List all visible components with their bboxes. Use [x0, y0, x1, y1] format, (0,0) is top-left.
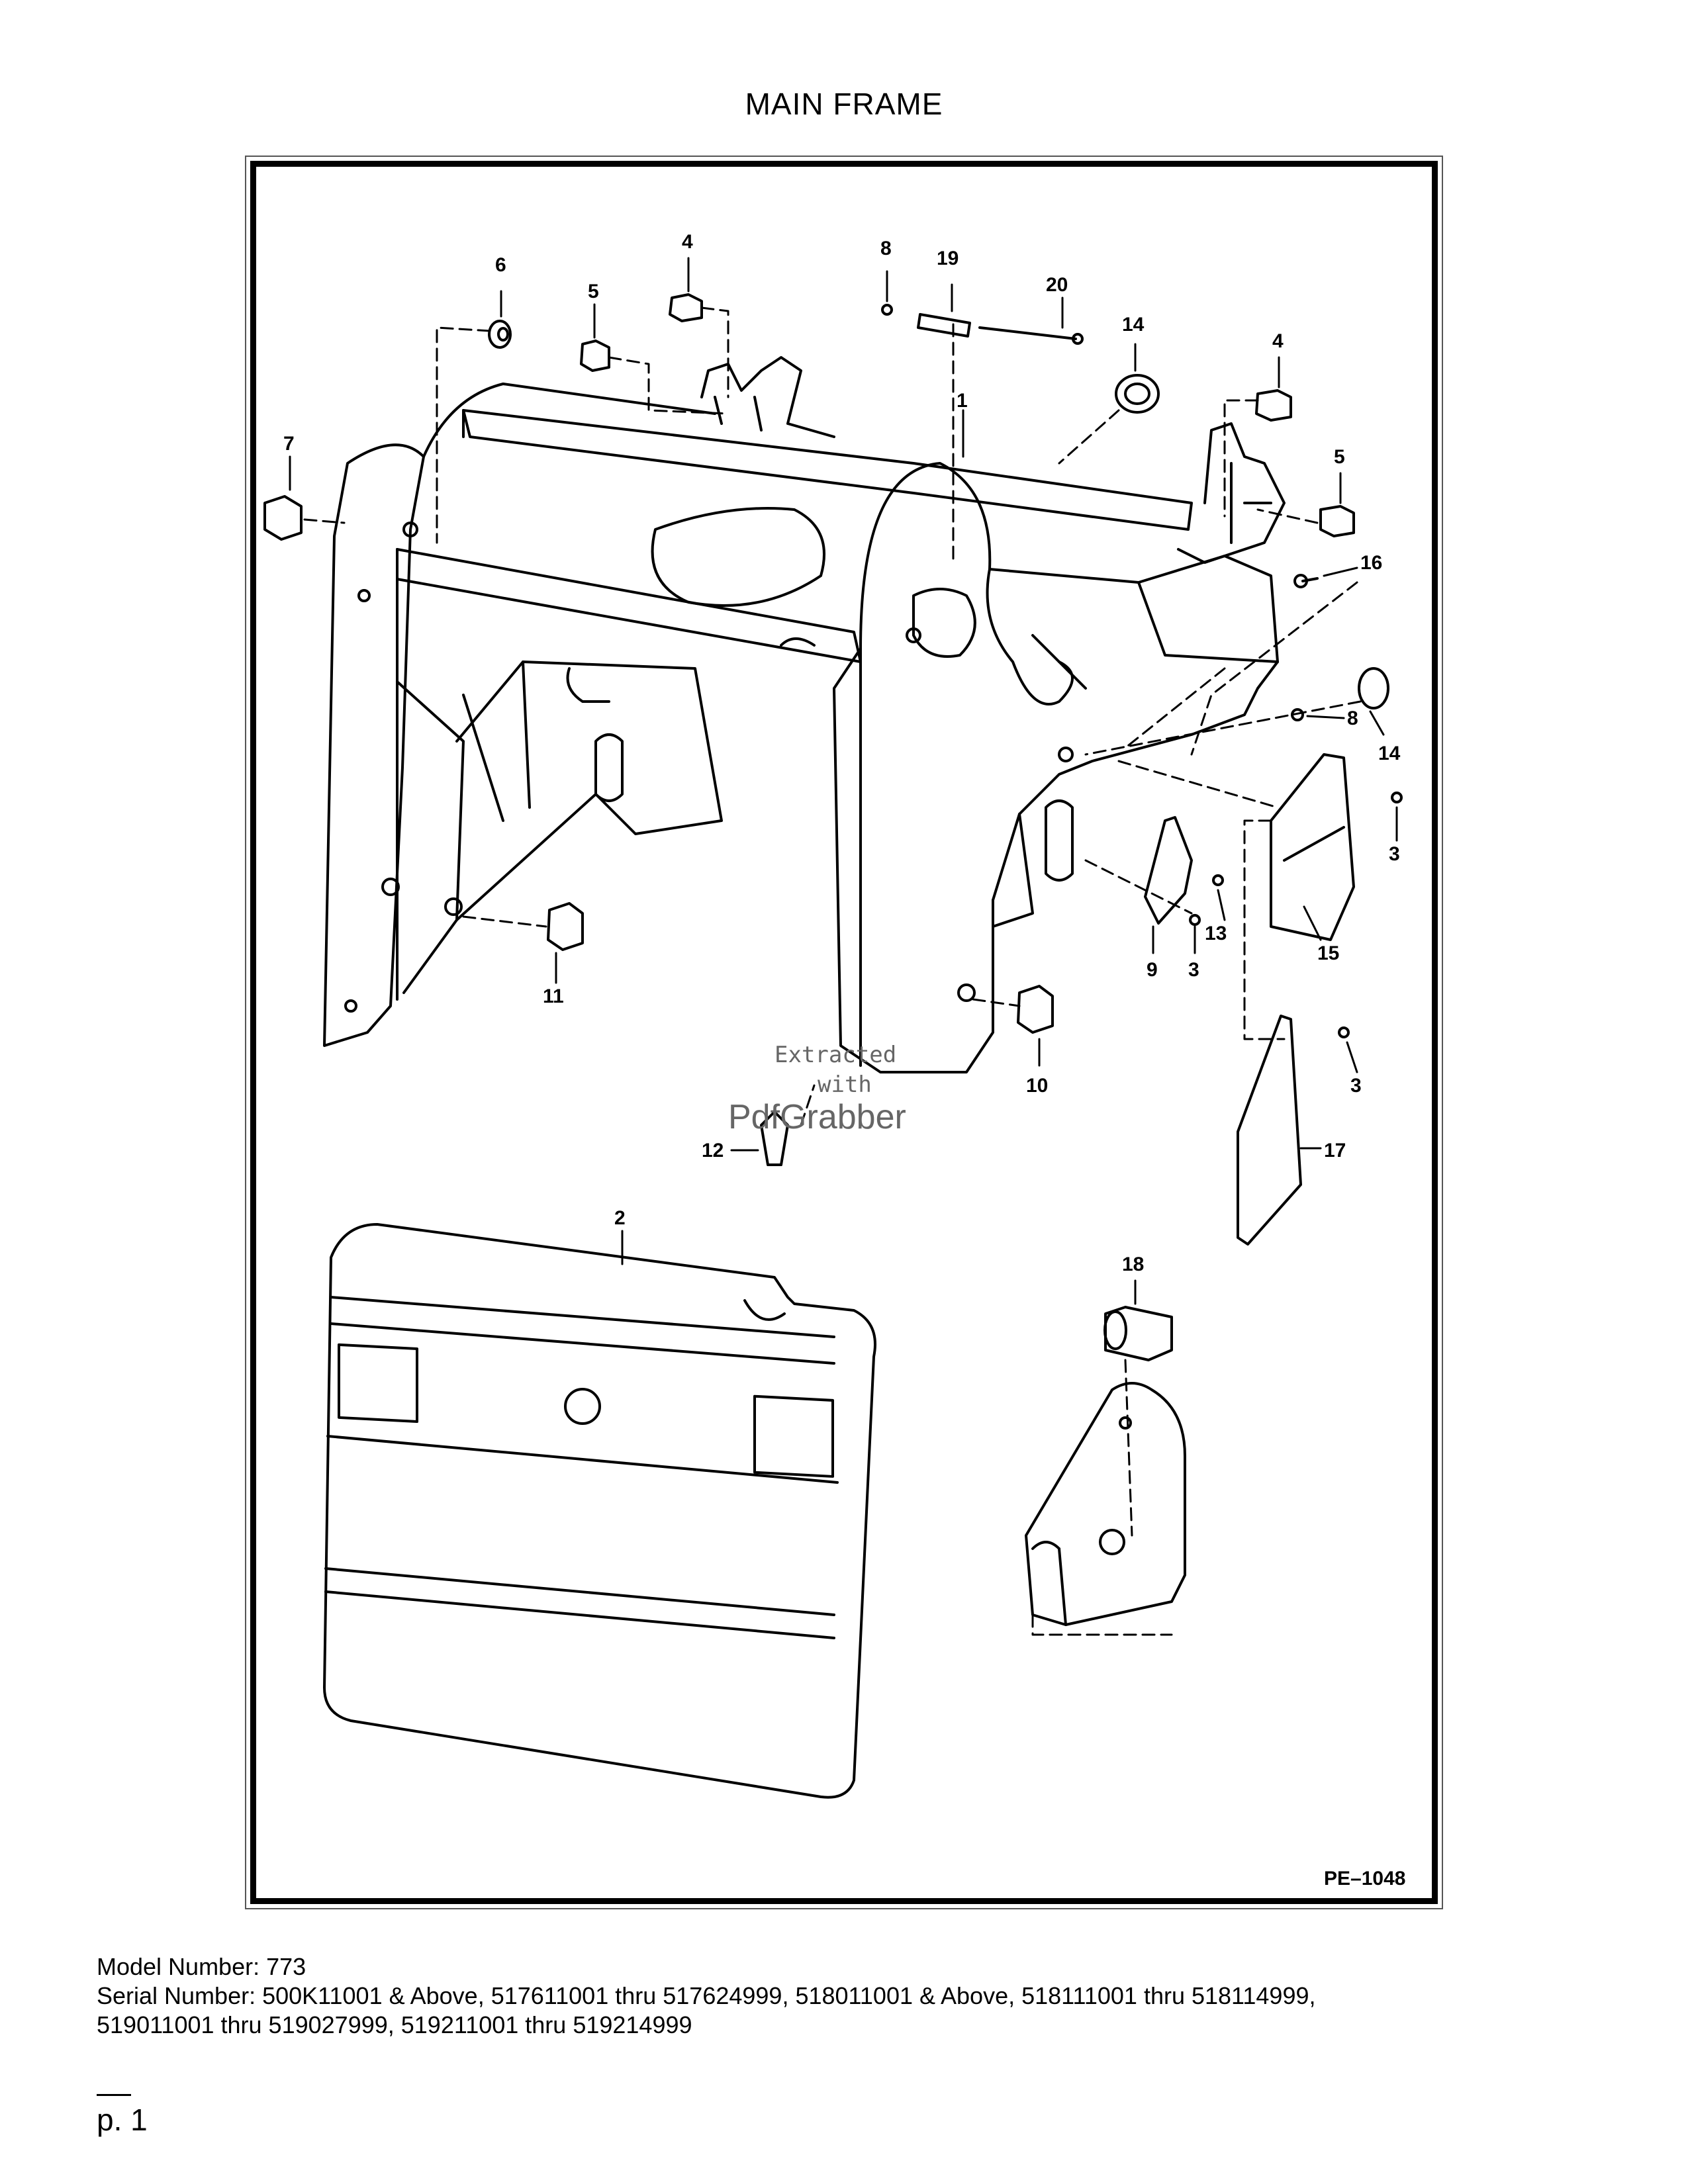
callout-1: 1 [957, 390, 968, 412]
small-parts [263, 293, 1403, 1361]
callout-4: 4 [682, 231, 693, 253]
page-title: MAIN FRAME [745, 87, 943, 121]
pdfgrabber-watermark: Extracted with PdfGrabber [728, 1042, 906, 1136]
callout-10: 10 [1026, 1075, 1048, 1097]
callout-5: 5 [588, 281, 599, 302]
callout-5: 5 [1334, 446, 1345, 468]
callout-11: 11 [543, 985, 564, 1007]
callout-16: 16 [1360, 552, 1382, 574]
main-frame-part [323, 356, 1286, 1073]
drawing-id: PE–1048 [1324, 1868, 1405, 1889]
callout-17: 17 [1324, 1140, 1346, 1161]
diagram-outer-border [245, 156, 1443, 1909]
callout-19: 19 [937, 248, 959, 269]
rear-panel-part [323, 1223, 876, 1799]
callout-8: 8 [880, 238, 892, 259]
callout-13: 13 [1205, 923, 1227, 944]
callout-14: 14 [1122, 314, 1145, 336]
diagram-frame [250, 161, 1438, 1904]
callout-3: 3 [1188, 959, 1199, 981]
callout-15: 15 [1317, 942, 1339, 964]
callout-18: 18 [1122, 1253, 1144, 1275]
callout-7: 7 [283, 433, 295, 455]
watermark-line-3: PdfGrabber [728, 1098, 906, 1136]
serial-numbers-line-2: 519011001 thru 519027999, 519211001 thru… [97, 2011, 692, 2038]
callout-6: 6 [495, 254, 506, 276]
callout-3: 3 [1350, 1075, 1362, 1097]
assembly-lines [303, 306, 1362, 1636]
callout-8: 8 [1347, 707, 1358, 729]
callout-20: 20 [1046, 274, 1068, 296]
page-number: p. 1 [97, 2103, 148, 2137]
page-footer: Model Number: 773 Serial Number: 500K110… [97, 1952, 1619, 2040]
watermark-line-1: Extracted [774, 1042, 896, 1068]
rear-bracket-part [1025, 1382, 1186, 1626]
model-number: Model Number: 773 [97, 1953, 306, 1980]
callout-4: 4 [1272, 330, 1284, 352]
leader-lines [289, 257, 1398, 1305]
callout-3: 3 [1389, 843, 1400, 865]
callout-9: 9 [1147, 959, 1158, 981]
watermark-line-2: with [818, 1071, 872, 1098]
callout-14: 14 [1378, 743, 1401, 764]
callout-labels: 1 2 3 3 3 3 4 4 5 5 6 7 8 8 9 10 11 12 1… [283, 231, 1401, 1275]
serial-numbers-line-1: Serial Number: 500K11001 & Above, 517611… [97, 1982, 1316, 2009]
callout-12: 12 [702, 1140, 724, 1161]
callout-2: 2 [614, 1207, 626, 1229]
page-number-rule [97, 2094, 131, 2096]
